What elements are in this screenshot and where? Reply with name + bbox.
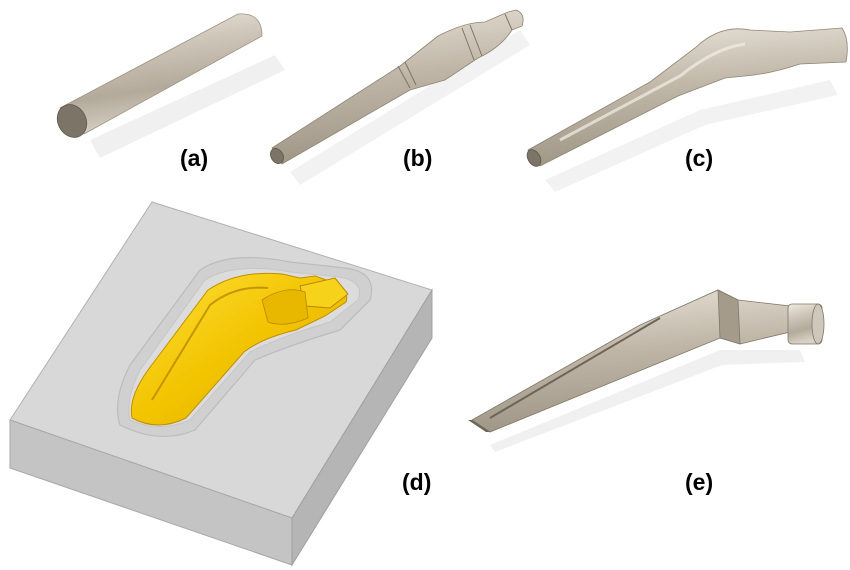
forging-rib bbox=[151, 286, 269, 401]
preform-ring-1 bbox=[397, 65, 411, 89]
preform-ring-2 bbox=[404, 61, 417, 86]
stem-shadow bbox=[490, 350, 805, 452]
stem-groove bbox=[489, 317, 661, 419]
preform-ring-4 bbox=[469, 24, 483, 57]
panel-c-bent-preform bbox=[526, 27, 848, 192]
preform-end-face bbox=[270, 148, 284, 164]
billet-end-face bbox=[56, 104, 88, 138]
panel-label-b: (b) bbox=[403, 145, 432, 171]
preform-ring-3 bbox=[461, 27, 475, 61]
panel-label-d: (d) bbox=[402, 469, 431, 495]
stem-tip bbox=[468, 420, 490, 432]
panel-label-e: (e) bbox=[685, 469, 713, 495]
billet-shadow bbox=[90, 55, 285, 158]
preform-ring-5 bbox=[504, 13, 513, 31]
bent-preform-end-face bbox=[526, 149, 542, 167]
die-side-face bbox=[291, 288, 433, 567]
forging-shoulder bbox=[261, 289, 309, 325]
stem-trunnion-face bbox=[811, 303, 825, 345]
bent-preform-shadow bbox=[545, 80, 838, 192]
panel-label-c: (c) bbox=[685, 145, 713, 171]
panel-b-preform bbox=[270, 9, 530, 185]
panel-a-billet bbox=[56, 13, 285, 158]
panel-e-hip-stem bbox=[468, 289, 825, 452]
stem-shoulder-face bbox=[717, 289, 741, 345]
panel-d-die-with-forging bbox=[9, 201, 433, 567]
panel-label-a: (a) bbox=[180, 145, 208, 171]
bent-preform-highlight bbox=[559, 42, 746, 142]
bent-preform-body bbox=[527, 27, 848, 167]
preform-shadow bbox=[290, 30, 530, 185]
billet-body bbox=[59, 13, 263, 135]
preform-body bbox=[271, 9, 524, 165]
